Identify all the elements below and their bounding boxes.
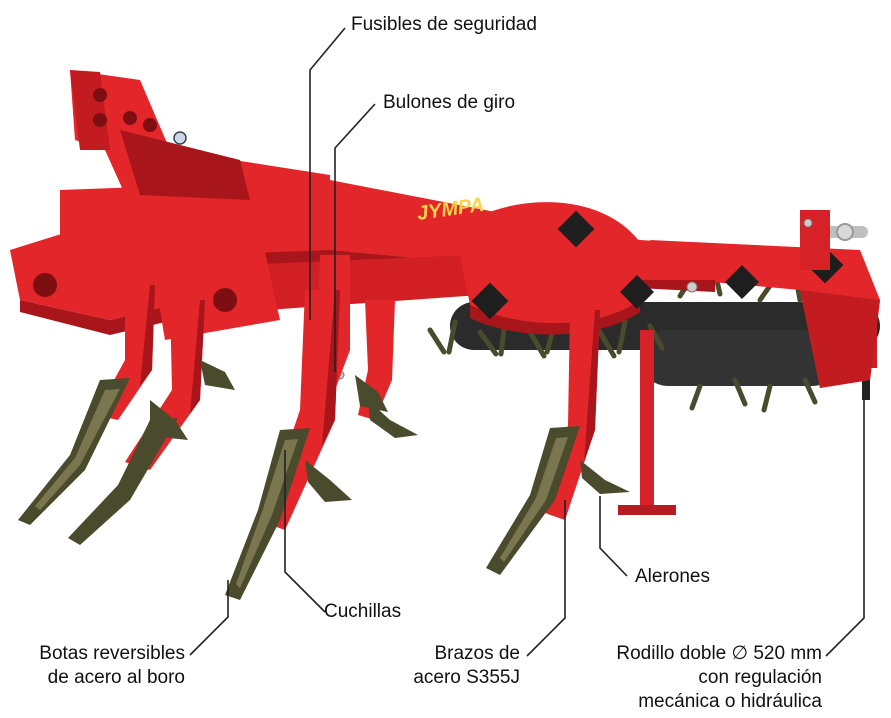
callout-rodillo-line1: Rodillo doble ∅ 520 mm [616,643,822,664]
callout-botas: Botas reversibles de acero al boro [10,642,185,690]
leader-fusibles [309,27,346,320]
callout-brazos-line2: acero S355J [413,667,520,688]
wings [150,360,630,502]
leader-alerones [599,496,628,577]
callout-rodillo-line2: con regulación [698,667,822,688]
parking-stand [618,330,676,515]
callout-rodillo: Rodillo doble ∅ 520 mm con regulación me… [570,642,822,714]
callout-botas-line1: Botas reversibles [39,643,185,664]
callout-cuchillas: Cuchillas [324,601,402,622]
leader-bulones [334,103,376,372]
callout-fusibles: Fusibles de seguridad [351,14,537,35]
leader-brazos [526,500,566,657]
leader-lines [189,27,865,657]
leader-cuchillas [284,450,326,613]
callout-alerones: Alerones [635,566,710,587]
main-frame [10,70,813,380]
callout-botas-line2: de acero al boro [47,667,185,688]
boot-highlights [35,389,568,588]
leader-botas [189,580,229,656]
callout-brazos: Brazos de acero S355J [390,642,520,690]
callout-bulones: Bulones de giro [383,92,516,113]
callout-brazos-line1: Brazos de [434,643,520,664]
callout-rodillo-line3: mecánica o hidráulica [638,691,822,712]
leader-rodillo [825,395,865,657]
